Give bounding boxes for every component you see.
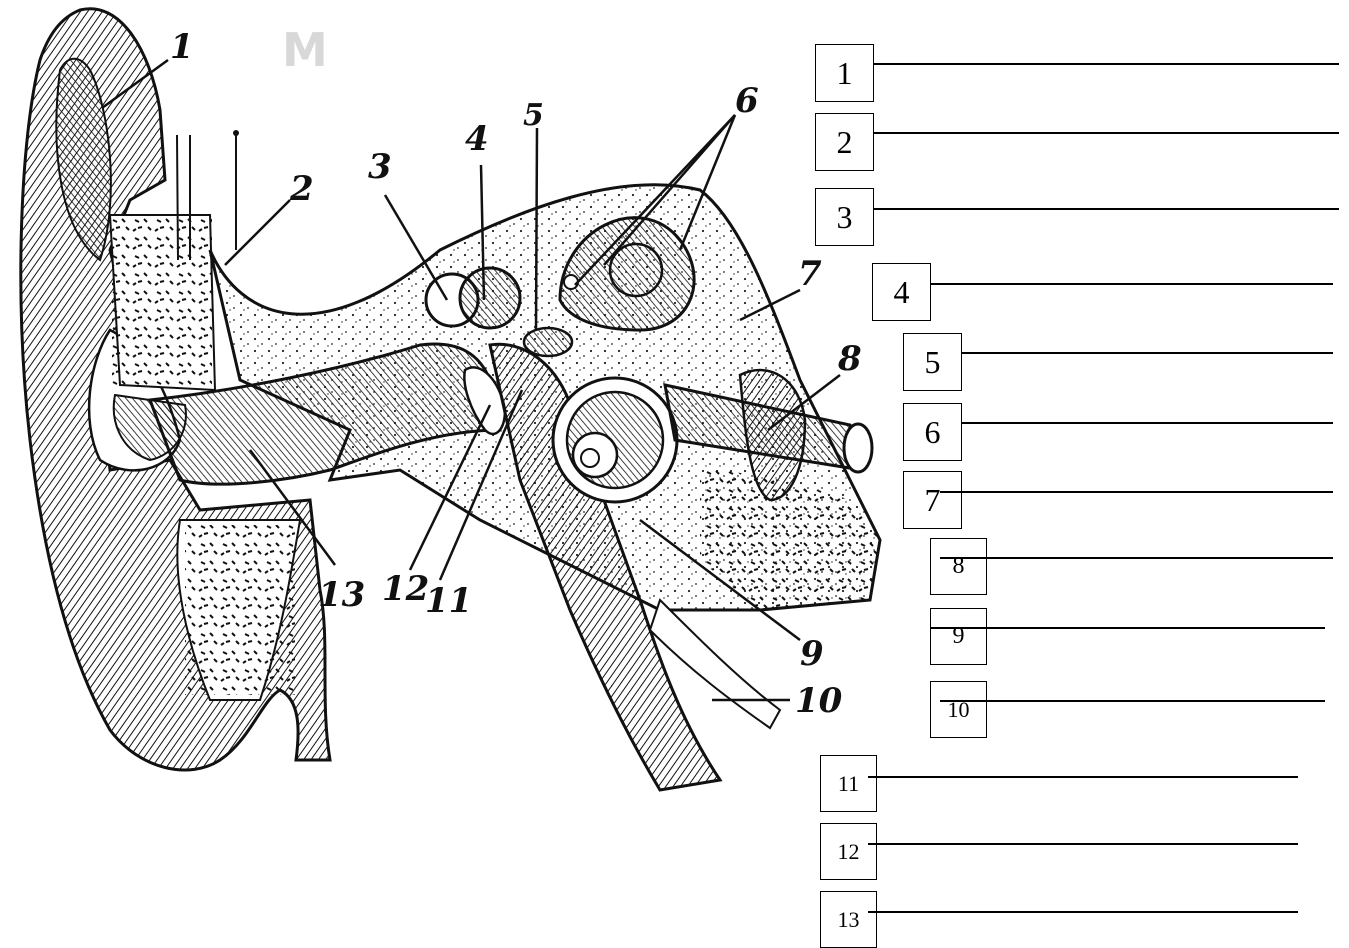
- callout-13: 13: [318, 575, 365, 615]
- answer-number-1: 1: [815, 44, 874, 102]
- callout-9: 9: [800, 634, 824, 674]
- answer-number-3: 3: [815, 188, 874, 246]
- answer-number-7: 7: [903, 471, 962, 529]
- answer-line-8[interactable]: [940, 557, 1333, 559]
- answer-line-6[interactable]: [962, 422, 1333, 424]
- callout-1: 1: [170, 27, 194, 67]
- callout-8: 8: [837, 339, 862, 379]
- answer-number-4: 4: [872, 263, 931, 321]
- callout-6: 6: [735, 81, 759, 121]
- ear-anatomy-illustration: M: [0, 0, 900, 948]
- answer-line-10[interactable]: [940, 700, 1325, 702]
- answer-number-10: 10: [930, 681, 987, 738]
- callout-5: 5: [523, 98, 544, 133]
- answer-number-6: 6: [903, 403, 962, 461]
- answer-line-11[interactable]: [868, 776, 1298, 778]
- callout-7: 7: [798, 254, 822, 294]
- answer-line-12[interactable]: [868, 843, 1298, 845]
- callout-11: 11: [425, 581, 472, 621]
- answer-line-5[interactable]: [962, 352, 1333, 354]
- answer-number-8: 8: [930, 538, 987, 595]
- cochlea: [553, 378, 677, 502]
- answer-line-2[interactable]: [874, 132, 1339, 134]
- answer-number-5: 5: [903, 333, 962, 391]
- answer-line-9[interactable]: [930, 627, 1325, 629]
- answer-number-11: 11: [820, 755, 877, 812]
- callout-10: 10: [795, 681, 843, 721]
- callout-12: 12: [382, 569, 429, 609]
- answer-number-12: 12: [820, 823, 877, 880]
- answer-number-13: 13: [820, 891, 877, 948]
- callout-2: 2: [289, 169, 314, 209]
- answer-line-1[interactable]: [874, 63, 1339, 65]
- answer-number-2: 2: [815, 113, 874, 171]
- answer-line-4[interactable]: [931, 283, 1333, 285]
- answer-line-3[interactable]: [874, 208, 1339, 210]
- answer-line-13[interactable]: [868, 911, 1298, 913]
- answer-line-7[interactable]: [940, 491, 1333, 493]
- answer-number-9: 9: [930, 608, 987, 665]
- callout-3: 3: [368, 147, 392, 187]
- watermark-text: M: [282, 23, 328, 77]
- callout-4: 4: [465, 119, 489, 159]
